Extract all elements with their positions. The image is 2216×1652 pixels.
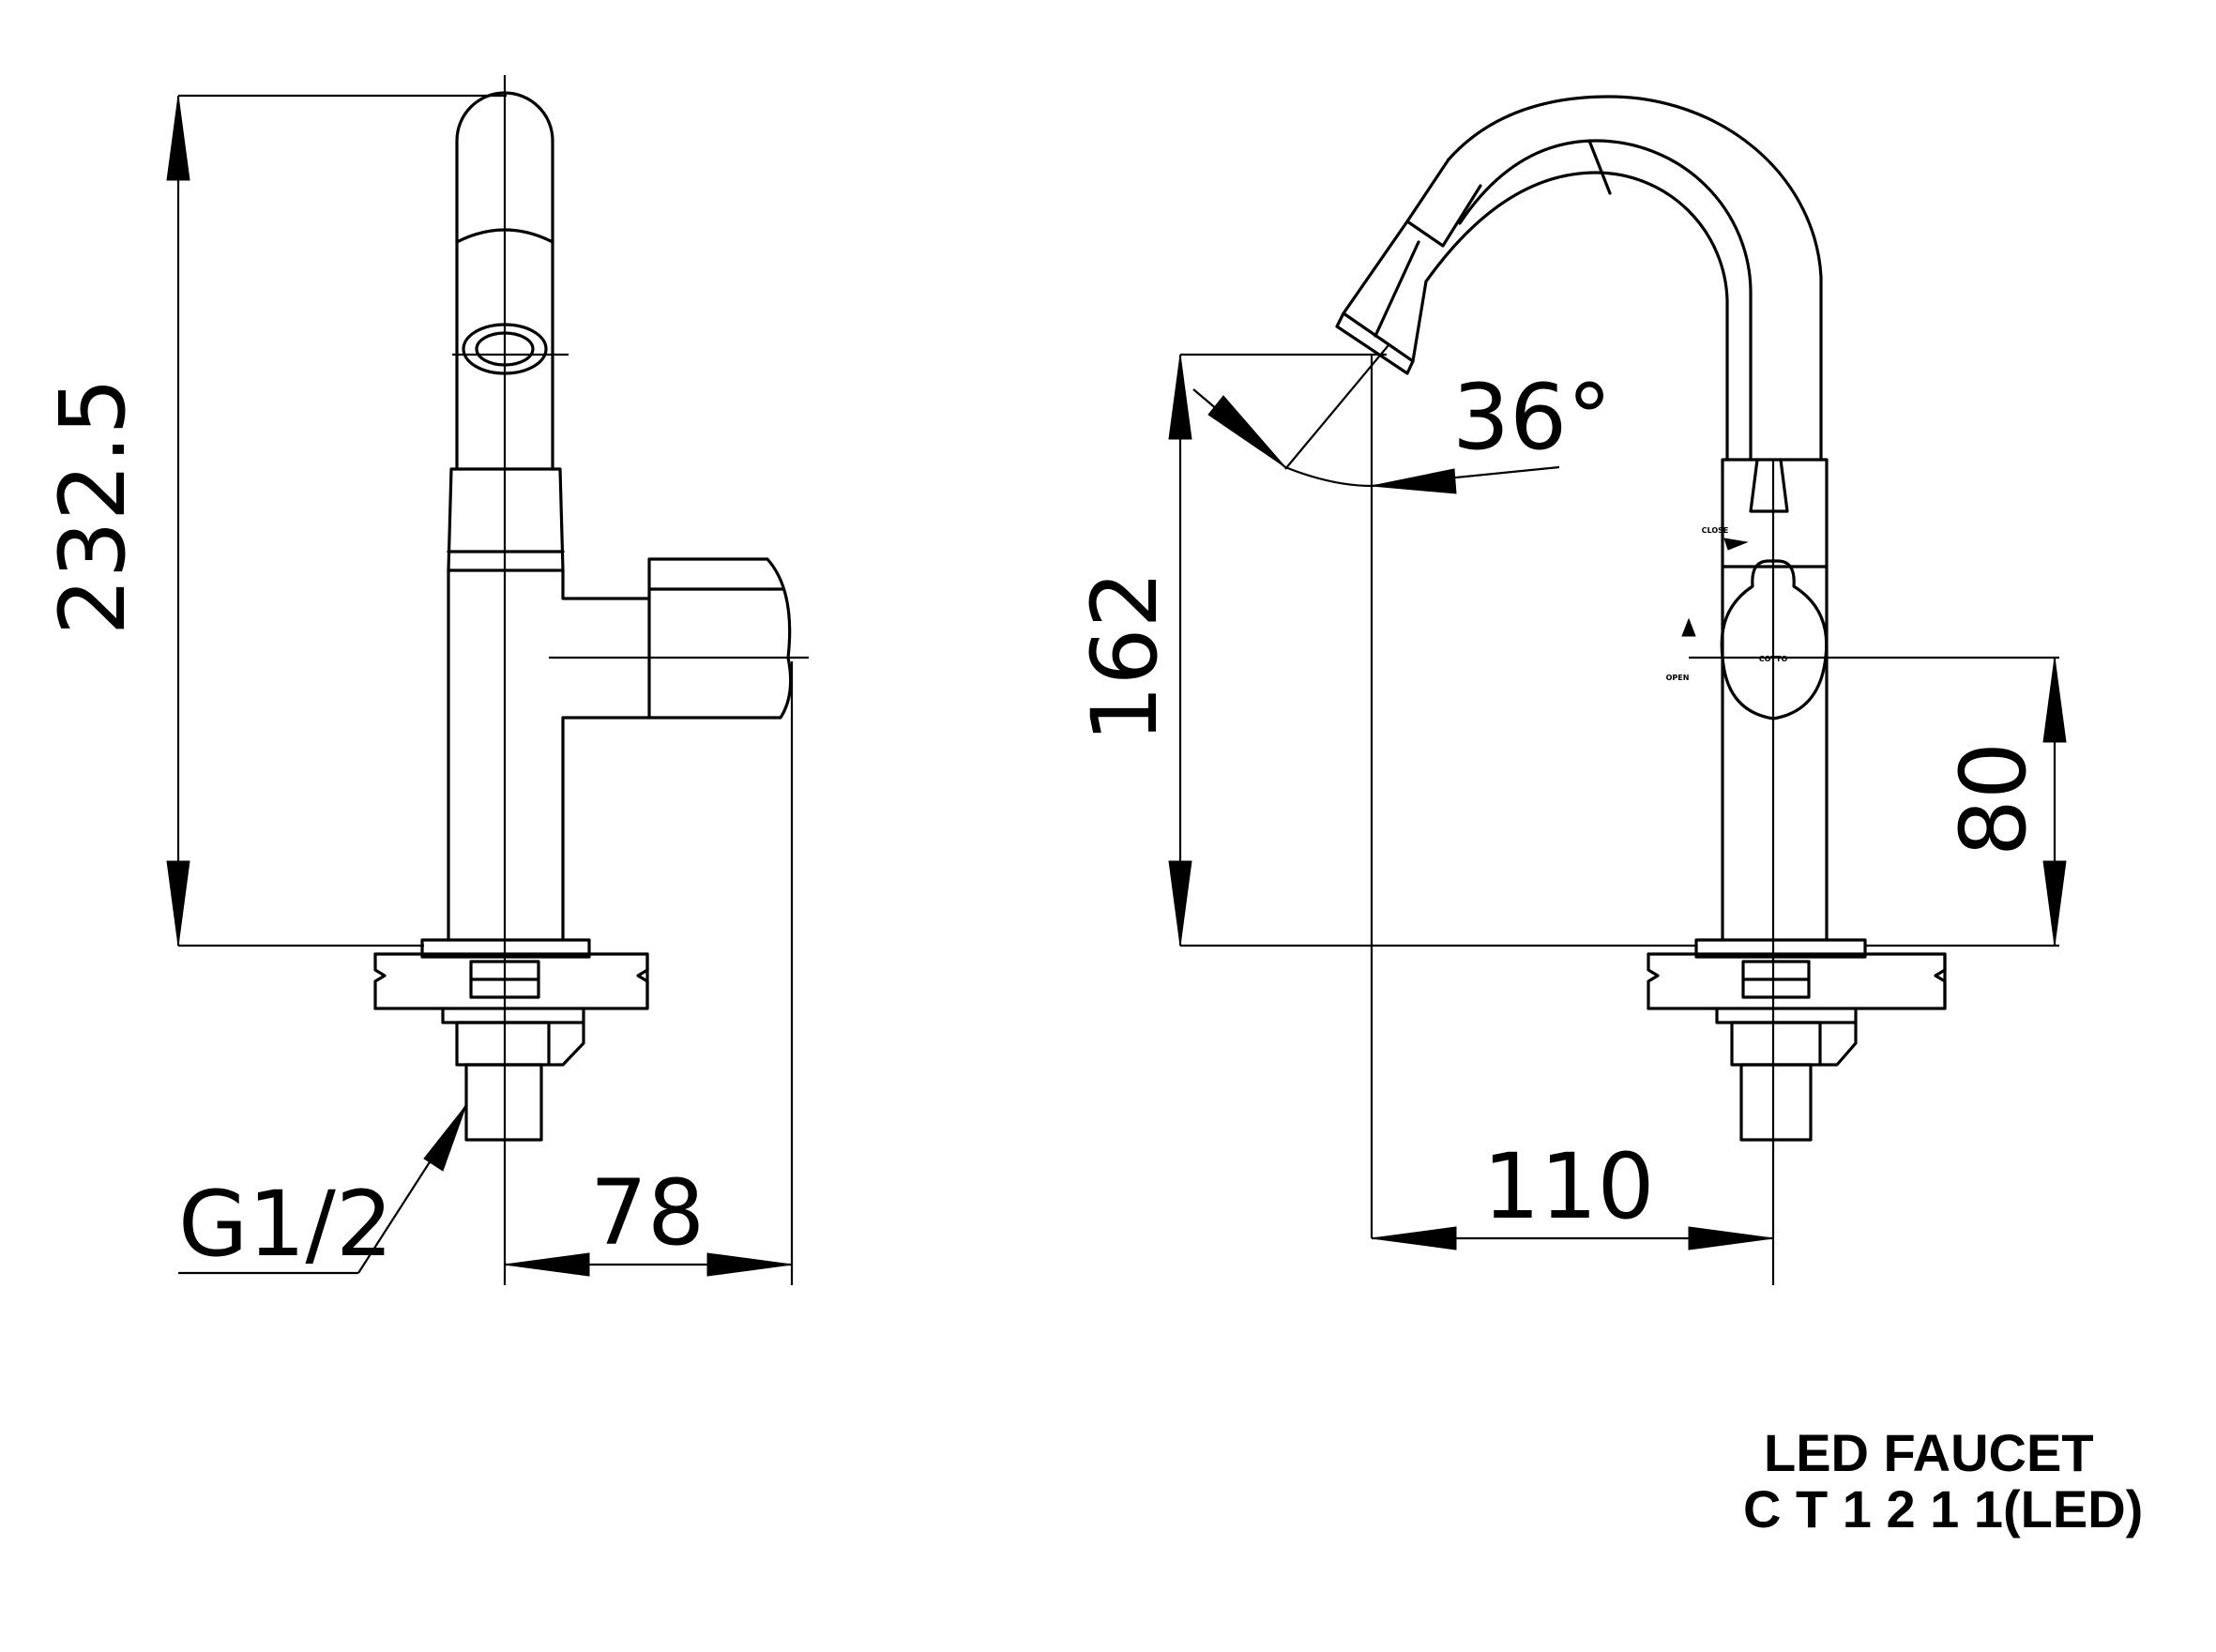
side-aerator-inner [475,331,535,367]
angle-arrow-right [1371,468,1457,494]
side-shank-upper [455,1021,551,1067]
side-view [373,75,809,1285]
dim-total-height-label: 232.5 [40,378,145,636]
side-bracket [547,1021,585,1067]
dim-110-arrow-right [1688,1226,1774,1250]
side-lock-nut [441,1007,585,1024]
side-base-top [420,938,591,959]
dim-80-arrow-top [2042,657,2067,743]
dim-spout-reach-label: 110 [1482,1134,1654,1239]
front-lock-nut [1715,1007,1858,1024]
nozzle-outlet [1335,311,1415,375]
title-block: LED FAUCET C T 1 2 1 1(LED) [1743,1423,2143,1538]
dim-162-arrow-top [1168,354,1192,440]
front-collar-notch [1749,458,1789,513]
front-collar [1721,458,1829,568]
dim-232-arrow-bottom [166,860,190,947]
front-bracket [1818,1021,1858,1067]
spout-seam [1587,139,1612,195]
side-shank-thread [464,1063,543,1142]
dim-spout-height-label: 162 [1072,570,1177,742]
nozzle-line [1374,240,1420,338]
spout-inner-curve [1424,171,1729,462]
dim-handle-height-label: 80 [1941,742,2046,856]
spout-outer-curve [1447,95,1823,462]
side-break-right [636,952,649,1010]
front-break-right [1934,952,1947,1010]
dim-handle-offset-label: 78 [590,1160,705,1266]
side-break-left [373,952,387,1010]
open-marker-label: OPEN [1666,674,1690,682]
side-dimensions: 232.5 78 G1/2 [40,94,794,1285]
front-view: COTTO CLOSE OPEN [1335,95,2059,1285]
side-spout-band [455,228,554,244]
title-product-name: LED FAUCET [1764,1423,2094,1482]
dim-80-arrow-bottom [2042,860,2067,947]
front-dimensions: 162 36° 80 110 [1072,344,2067,1250]
front-shank-upper [1730,1021,1822,1067]
front-break-left [1647,952,1660,1010]
dim-spout-angle-label: 36° [1452,365,1612,470]
angle-arrow-left [1207,395,1286,468]
dim-162-arrow-bottom [1168,860,1192,947]
side-aerator-outer [462,323,548,375]
side-branch-bottom [561,716,651,942]
close-arrow-icon [1723,538,1749,551]
angle-arc [1284,465,1373,488]
nozzle-tip [1342,220,1428,363]
dim-78-arrow-right [706,1252,793,1277]
front-shank-thread [1739,1063,1813,1142]
thread-leader-arrow [423,1104,467,1172]
front-base-top [1694,938,1867,959]
dim-232-arrow-top [166,95,190,181]
side-branch-top [561,568,651,600]
side-spout-tube [455,91,554,471]
dim-110-arrow-left [1371,1226,1457,1250]
dim-78-arrow-left [504,1252,590,1277]
open-arrow-icon [1681,617,1696,637]
dim-thread-label: G1/2 [178,1172,393,1277]
spout-mid-curve [1458,139,1753,462]
close-marker-label: CLOSE [1702,526,1729,535]
side-handle [647,557,793,720]
nozzle-body [1405,158,1482,248]
spout-angle-line [1284,344,1389,470]
title-model-code: C T 1 2 1 1(LED) [1743,1479,2143,1538]
